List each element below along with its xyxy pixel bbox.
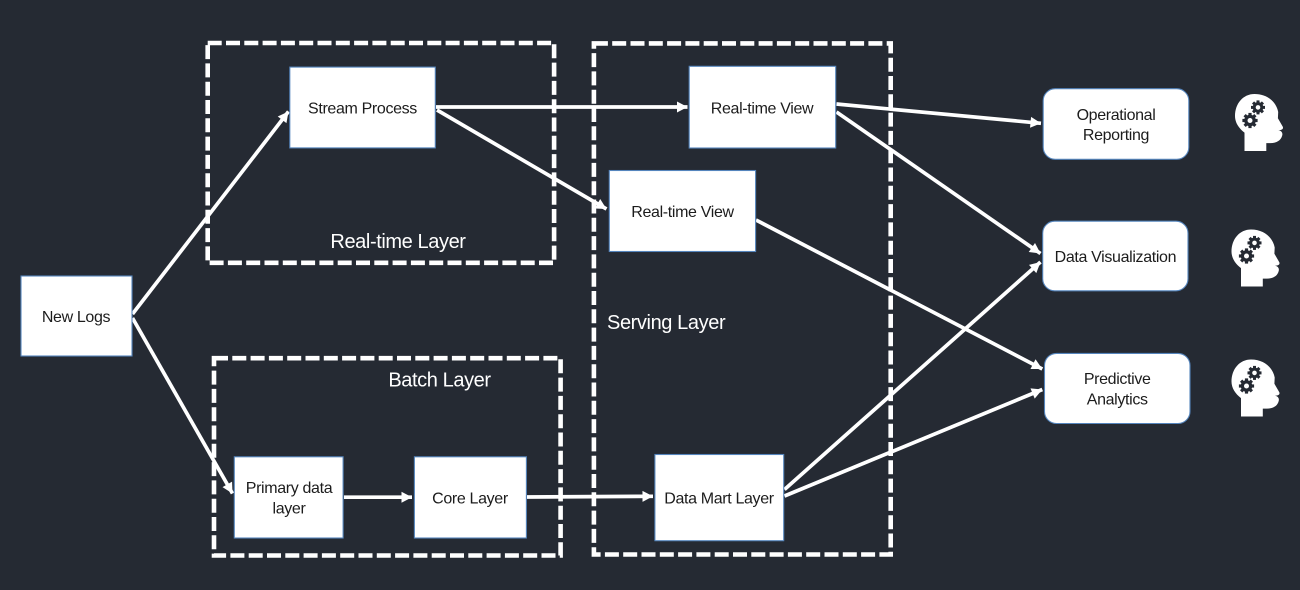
svg-text:Stream Process: Stream Process bbox=[308, 100, 417, 117]
svg-text:Batch Layer: Batch Layer bbox=[388, 370, 491, 392]
svg-text:layer: layer bbox=[273, 501, 307, 518]
svg-text:Data Visualization: Data Visualization bbox=[1055, 249, 1176, 266]
svg-text:Reporting: Reporting bbox=[1083, 127, 1149, 144]
svg-text:Operational: Operational bbox=[1077, 107, 1156, 124]
svg-text:Real-time View: Real-time View bbox=[711, 100, 814, 117]
svg-text:Real-time View: Real-time View bbox=[631, 204, 734, 221]
svg-text:Analytics: Analytics bbox=[1087, 392, 1148, 409]
svg-text:Data Mart Layer: Data Mart Layer bbox=[664, 491, 774, 508]
svg-text:Primary data: Primary data bbox=[246, 480, 333, 497]
svg-text:Core Layer: Core Layer bbox=[432, 490, 509, 507]
svg-text:New Logs: New Logs bbox=[42, 309, 111, 326]
svg-text:Predictive: Predictive bbox=[1084, 371, 1151, 388]
svg-text:Serving Layer: Serving Layer bbox=[607, 312, 726, 334]
svg-text:Real-time Layer: Real-time Layer bbox=[330, 231, 466, 253]
